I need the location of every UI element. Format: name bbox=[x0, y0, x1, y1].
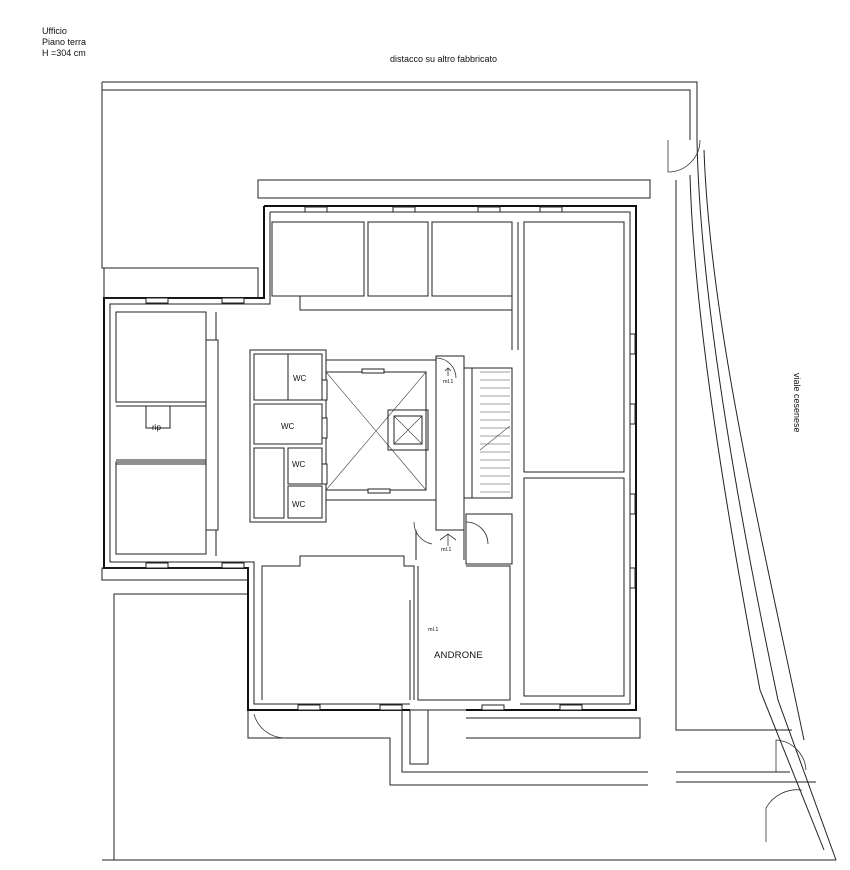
lot-boundary bbox=[101, 81, 836, 861]
top-boundary-label: distacco su altro fabbricato bbox=[390, 54, 497, 64]
stair-block bbox=[415, 355, 513, 565]
room-label-wc-3: WC bbox=[292, 460, 306, 469]
central-block bbox=[249, 349, 437, 523]
room-label-wc-2: WC bbox=[281, 422, 295, 431]
right-wing bbox=[523, 221, 625, 697]
room-label-atrium: ANDRONE bbox=[434, 650, 483, 661]
stair-treads bbox=[479, 371, 511, 493]
street-label: viale cesenese bbox=[792, 373, 802, 433]
building-outline bbox=[101, 179, 651, 786]
street-boundary bbox=[675, 139, 837, 861]
direction-arrows bbox=[439, 367, 457, 546]
header-height: H =304 cm bbox=[42, 48, 86, 58]
level-marker-3: ml.1 bbox=[428, 627, 438, 633]
level-marker-2: ml.1 bbox=[441, 547, 451, 553]
doors bbox=[253, 139, 807, 842]
level-marker-1: ml.1 bbox=[443, 379, 453, 385]
room-label-wc-1: WC bbox=[293, 374, 307, 383]
top-rooms bbox=[271, 221, 519, 350]
room-label-storage: rip bbox=[152, 423, 161, 432]
left-wing bbox=[115, 311, 219, 556]
bottom-rooms bbox=[261, 555, 511, 701]
room-label-wc-4: WC bbox=[292, 500, 306, 509]
header-floor: Piano terra bbox=[42, 37, 86, 47]
header-title: Ufficio bbox=[42, 26, 67, 36]
windows bbox=[145, 206, 636, 711]
